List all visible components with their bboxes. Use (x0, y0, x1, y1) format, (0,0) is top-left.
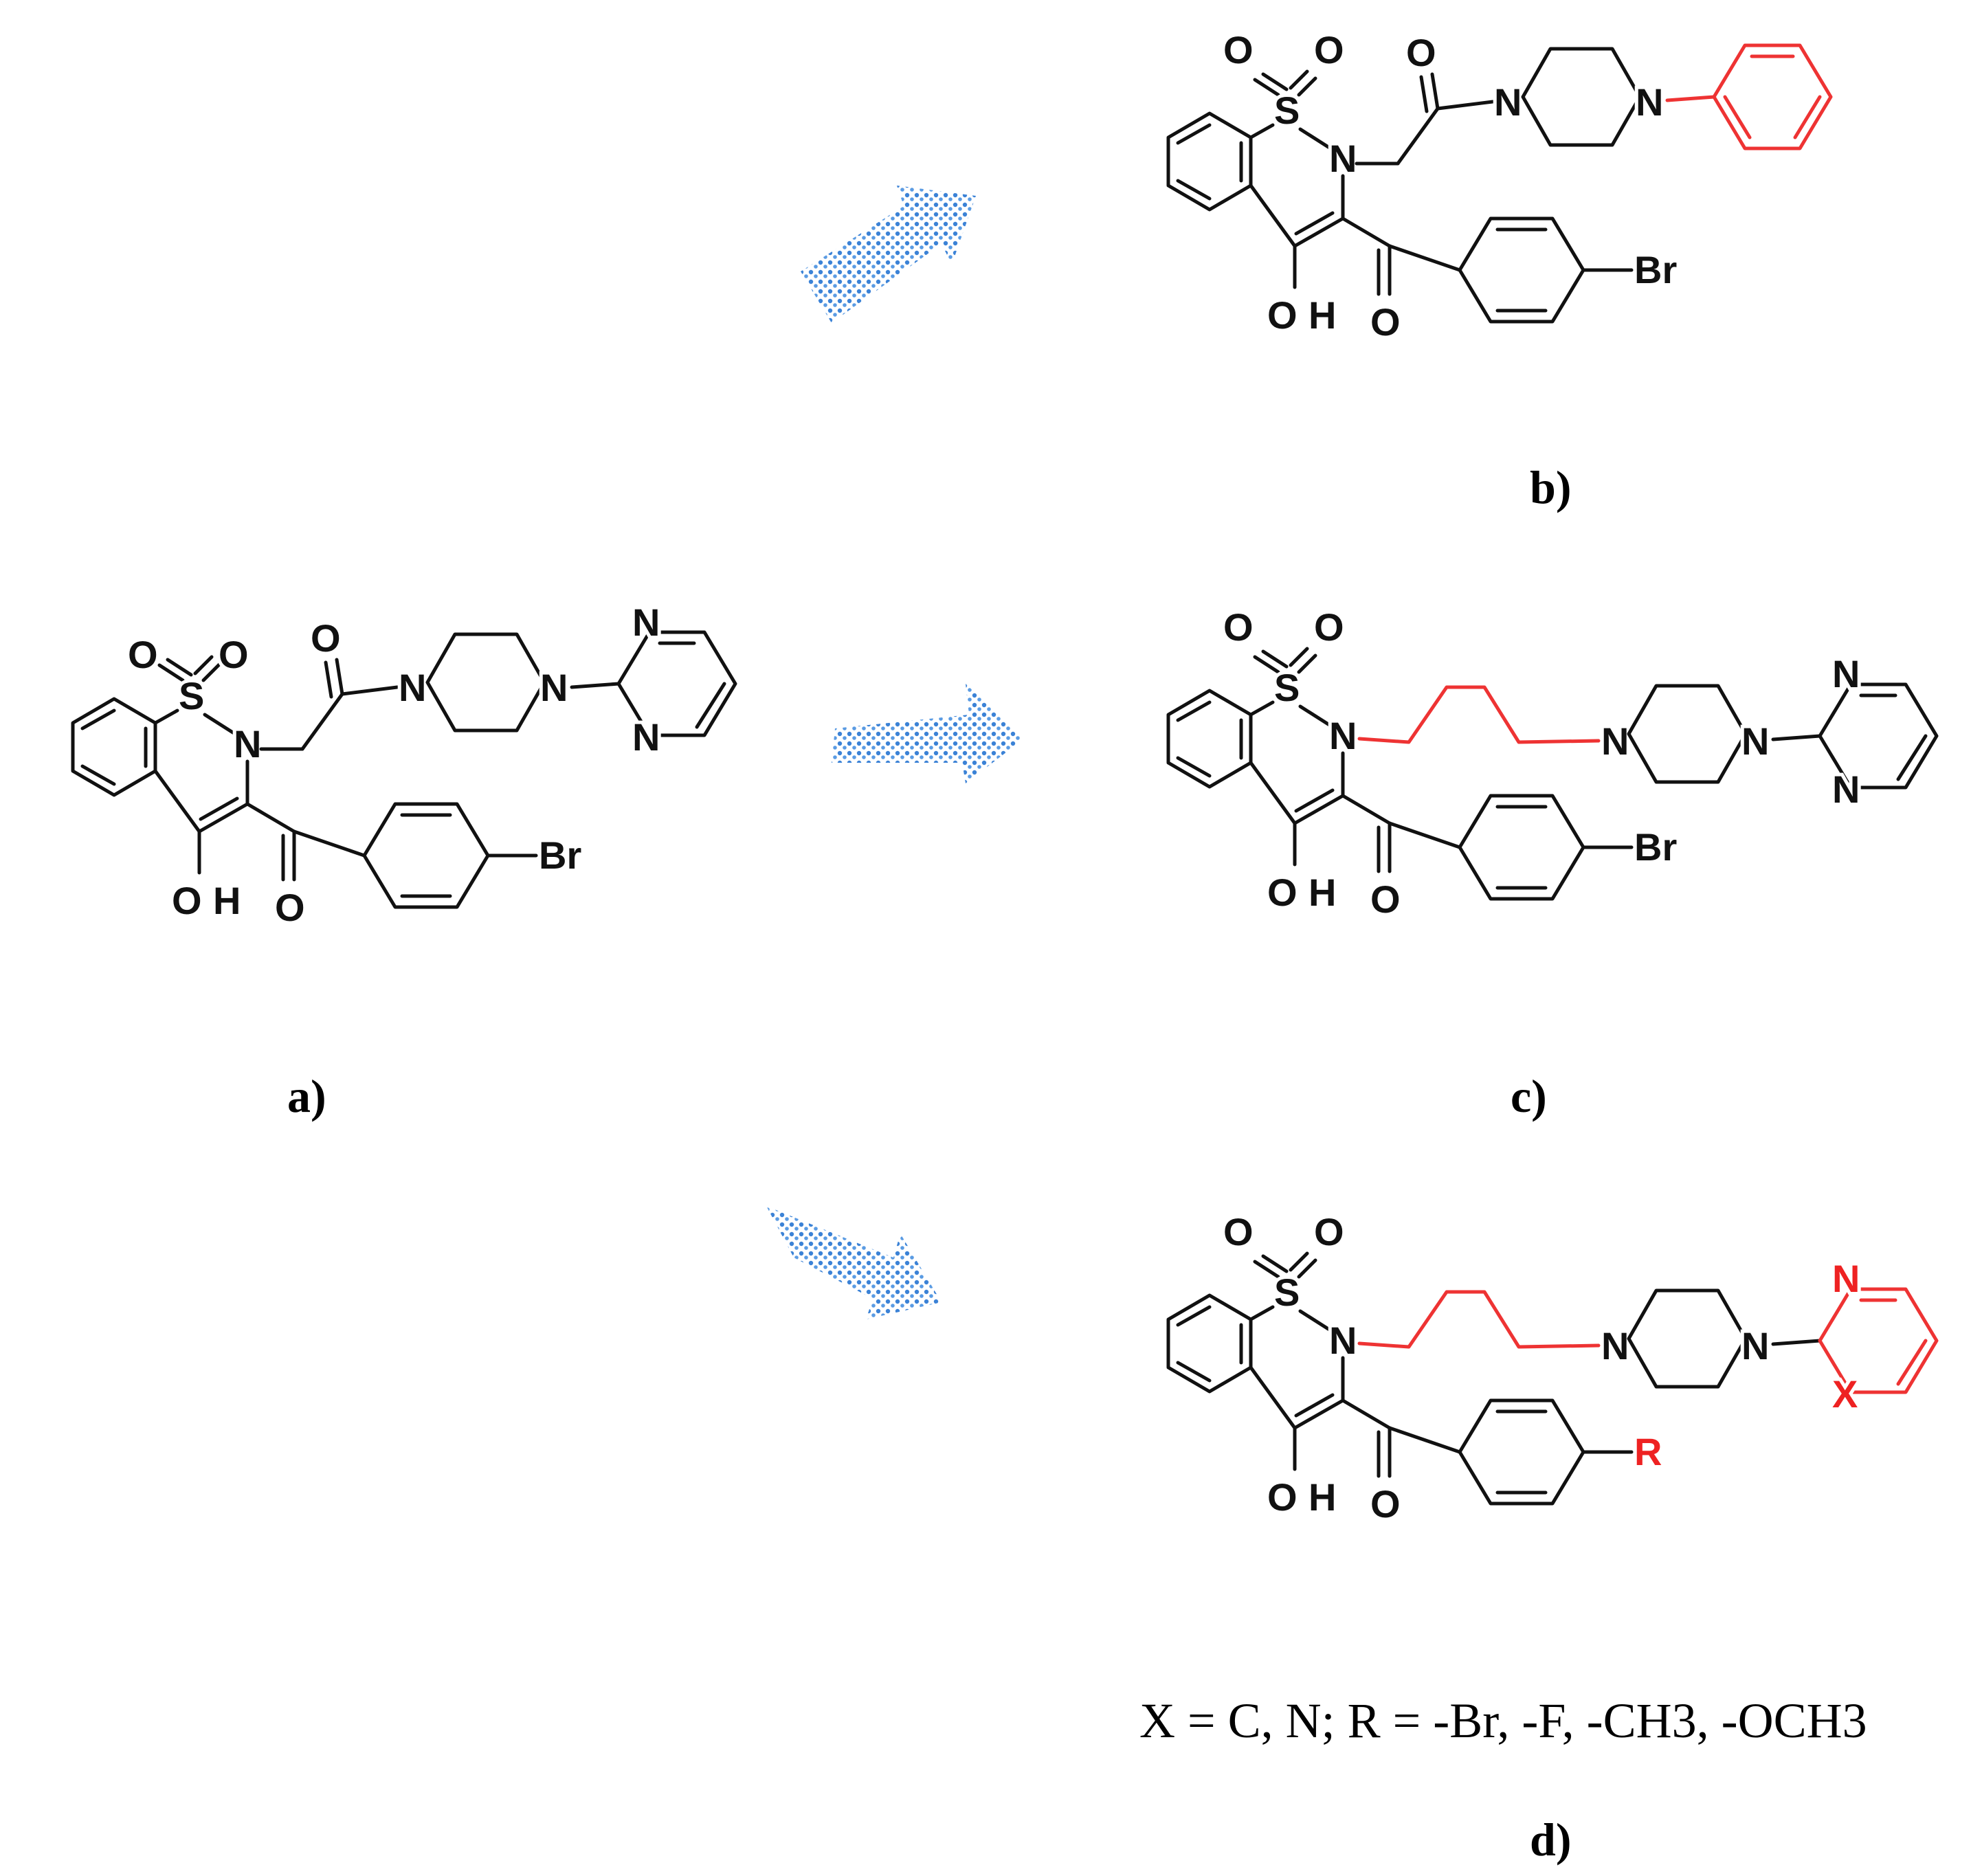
hydroxyl-oxygen-a: O (172, 879, 202, 922)
bromine-atom-c: Br (1634, 825, 1677, 869)
arrow-to-d (766, 1206, 942, 1319)
sulfonyl-oxygen-c2: O (1314, 605, 1344, 649)
pyrimidine-n1-c: N (1832, 652, 1860, 695)
piperazine-n4-d: N (1741, 1324, 1769, 1367)
sulfonamide-nitrogen-a: N (234, 722, 261, 766)
bromine-atom-a: Br (539, 834, 581, 877)
panel-label-c: c) (1511, 1070, 1547, 1122)
arrow-to-c (832, 684, 1024, 783)
sulfonyl-oxygen-b1: O (1223, 28, 1254, 71)
hydroxyl-oxygen-d: O (1267, 1475, 1298, 1519)
sulfonyl-oxygen-b2: O (1314, 28, 1344, 71)
sulfonyl-oxygen-a1: O (128, 633, 158, 676)
hydroxyl-hydrogen-c: H (1309, 871, 1336, 914)
panel-label-b: b) (1530, 461, 1571, 513)
piperazine-n1-b: N (1494, 80, 1522, 124)
sulfonyl-oxygen-d2: O (1314, 1210, 1344, 1253)
sulfonamide-nitrogen-c: N (1329, 714, 1357, 757)
substituent-r-d: R (1634, 1430, 1662, 1473)
amide-oxygen-b: O (1406, 31, 1436, 74)
piperazine-n1-d: N (1601, 1324, 1629, 1367)
ketone-oxygen-d: O (1370, 1482, 1401, 1526)
hydroxyl-hydrogen-a: H (213, 879, 241, 922)
sulfur-atom-a: S (179, 674, 204, 717)
bromine-atom-b: Br (1634, 248, 1677, 291)
amide-oxygen-a: O (311, 616, 341, 660)
piperazine-n1-a: N (399, 666, 426, 709)
panel-label-d: d) (1530, 1813, 1571, 1866)
hydroxyl-hydrogen-b: H (1309, 293, 1336, 337)
sulfonyl-oxygen-a2: O (219, 633, 249, 676)
substituent-definition: X = C, N; R = -Br, -F, -CH3, -OCH3 (1139, 1693, 1867, 1748)
arrow-to-b (801, 186, 976, 323)
piperazine-n4-c: N (1741, 719, 1769, 763)
piperazine-n4-a: N (540, 666, 568, 709)
hydroxyl-oxygen-c: O (1267, 871, 1298, 914)
pyrimidine-n3-c: N (1832, 768, 1860, 811)
pyrimidine-n1-d: N (1832, 1257, 1860, 1300)
molecule-b: S O O N O H O Br O N N b) (1166, 25, 1833, 513)
piperazine-n4-b: N (1636, 80, 1663, 124)
ketone-oxygen-a: O (275, 886, 305, 929)
molecule-c: S O O N O H O Br N N N N c) (1166, 602, 1939, 1122)
ketone-oxygen-c: O (1370, 878, 1401, 921)
sulfonyl-oxygen-d1: O (1223, 1210, 1254, 1253)
ring-position-x-d: X (1832, 1372, 1858, 1416)
panel-label-a: a) (287, 1070, 326, 1122)
piperazine-n1-c: N (1601, 719, 1629, 763)
sulfur-atom-d: S (1274, 1271, 1300, 1314)
ketone-oxygen-b: O (1370, 300, 1401, 344)
pyrimidine-n1-a: N (632, 601, 660, 644)
hydroxyl-hydrogen-d: H (1309, 1475, 1336, 1519)
sulfonamide-nitrogen-b: N (1329, 137, 1357, 180)
molecule-a: S O O N O H O Br O N N N N a (71, 597, 737, 1122)
pyrimidine-n3-a: N (632, 715, 660, 759)
sulfur-atom-c: S (1274, 666, 1300, 709)
sulfur-atom-b: S (1274, 89, 1300, 132)
sulfonyl-oxygen-c1: O (1223, 605, 1254, 649)
molecule-d: S O O N O H O R N N N X d) (1166, 1207, 1939, 1866)
sulfonamide-nitrogen-d: N (1329, 1319, 1357, 1362)
hydroxyl-oxygen-b: O (1267, 293, 1298, 337)
